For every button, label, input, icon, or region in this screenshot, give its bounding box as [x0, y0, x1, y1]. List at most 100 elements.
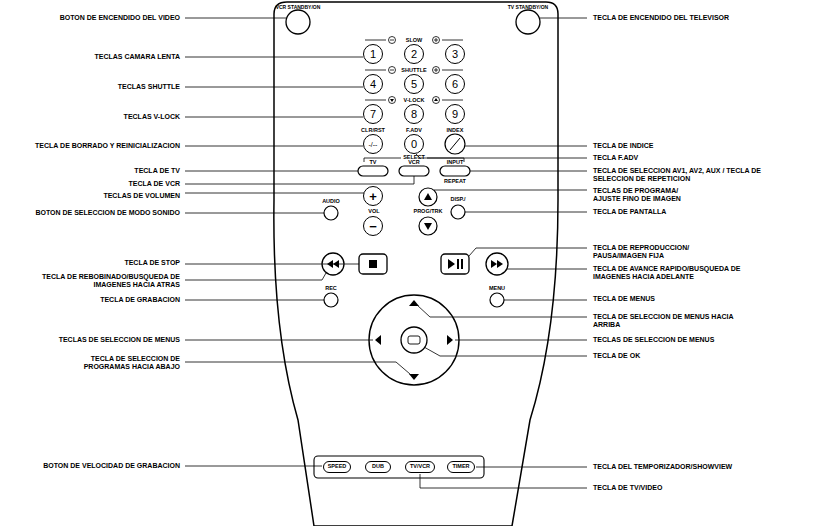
navigation-ring	[369, 295, 459, 385]
leader-line	[507, 269, 587, 270]
button-text: 8	[411, 109, 417, 120]
leader-line	[434, 190, 587, 191]
group-bracket	[442, 100, 463, 101]
callout-label: TECLA DE INDICE	[593, 142, 653, 150]
button-text: 4	[370, 79, 376, 90]
group-bracket	[365, 70, 386, 71]
leader-line	[185, 18, 286, 19]
leader-line	[465, 212, 587, 213]
vcr-power-button	[286, 10, 310, 34]
button-caption: SHUTTLE	[401, 67, 426, 74]
leader-line	[185, 171, 358, 172]
digit-button: 9	[445, 104, 465, 124]
leader-line	[469, 248, 587, 256]
button-text: TIMER	[452, 464, 469, 470]
callout-label: TECLA DE OK	[593, 352, 640, 360]
callout-label: TECLA DEL TEMPORIZADOR/SHOWVIEW	[593, 463, 732, 471]
digit-button: 1	[363, 44, 383, 64]
oval-button: SPEED	[323, 461, 352, 473]
callout-label: TECLA DE GRABACION	[100, 296, 180, 304]
pause-symbol	[457, 259, 459, 269]
button-text: DUB	[372, 464, 384, 470]
down-arrow	[409, 374, 419, 380]
callout-label: TECLA DE TV	[134, 167, 180, 175]
callout-label: TECLAS SHUTTLE	[118, 83, 180, 91]
play-pause-button	[441, 254, 469, 274]
callout-label: TECLAS CAMARA LENTA	[94, 53, 180, 61]
callout-label: TECLA DE REPRODUCCION/ PAUSA/IMAGEN FIJA	[593, 244, 718, 261]
forward-symbol	[497, 260, 503, 268]
callout-label: TECLAS DE SELECCION DE MENUS	[593, 336, 714, 344]
leader-lines	[185, 18, 587, 488]
callout-label: TECLA DE PANTALLA	[593, 208, 666, 216]
callout-label: TECLA DE SELECCION AV1, AV2, AUX / TECLA…	[593, 167, 771, 184]
button-text: 7	[370, 109, 376, 120]
up-symbol	[424, 193, 432, 200]
right-arrow	[447, 335, 453, 345]
callout-label: TECLA DE ENCENDIDO DEL TELEVISOR	[593, 14, 729, 22]
button-caption: AUDIO	[322, 198, 340, 205]
button-caption: INDEX	[447, 127, 464, 134]
vcr-select-button	[399, 166, 429, 176]
index-button	[445, 134, 465, 154]
digit-button: 2	[404, 44, 424, 64]
digit-button: 3	[445, 44, 465, 64]
button-caption: DISP./	[450, 196, 465, 203]
button-text: +	[369, 190, 377, 203]
leader-line	[420, 474, 587, 488]
display-button	[451, 205, 465, 219]
leader-line	[185, 146, 363, 147]
callout-label: TECLA DE VCR	[129, 180, 180, 188]
plus-symbol	[433, 37, 440, 44]
button-text: 6	[452, 79, 458, 90]
volume-button: −	[363, 216, 383, 236]
callout-label: BOTON DE SELECCION DE MODO SONIDO	[35, 209, 180, 217]
up-symbol	[433, 97, 440, 104]
index-icon	[450, 138, 460, 150]
rec-button	[324, 293, 338, 307]
button-caption: PROG/TRK	[413, 208, 442, 215]
button-caption: TV	[369, 159, 376, 166]
oval-button: TV/VCR	[405, 461, 435, 473]
plus-symbol	[434, 68, 438, 72]
button-caption: REPEAT	[444, 178, 466, 185]
button-caption: VCR	[408, 159, 420, 166]
up-symbol	[434, 98, 438, 101]
digit-button: 4	[363, 74, 383, 94]
button-caption: VOL	[368, 208, 379, 215]
digit-button: 5	[404, 74, 424, 94]
button-text: 2	[411, 49, 417, 60]
oval-button: TIMER	[447, 461, 474, 473]
bottom-panel	[314, 456, 484, 478]
callout-label: TECLA DE REBOBINADO/BUSQUEDA DE IMAGENES…	[15, 273, 180, 290]
leader-line	[504, 300, 587, 301]
digit-button: 7	[363, 104, 383, 124]
leader-line	[470, 171, 587, 172]
stop-button	[359, 254, 387, 274]
button-text: 9	[452, 109, 458, 120]
ok-icon	[408, 336, 420, 344]
leader-line	[416, 154, 587, 158]
button-text: TV/VCR	[410, 464, 430, 470]
leader-line	[185, 340, 373, 341]
left-arrow	[375, 335, 381, 345]
plus-symbol	[434, 38, 438, 42]
callout-label: TECLA DE AVANCE RAPIDO/BUSQUEDA DE IMAGE…	[593, 265, 771, 282]
group-bracket	[365, 100, 386, 101]
ok-button	[401, 327, 427, 353]
group-bracket	[365, 40, 386, 41]
button-text: 5	[411, 79, 417, 90]
button-text: −	[369, 220, 377, 233]
leader-line	[185, 117, 363, 118]
digit-button: 6	[445, 74, 465, 94]
leader-line	[465, 146, 587, 147]
prog-down-button	[419, 217, 437, 235]
callout-label: TECLA DE SELECCION DE PROGRAMAS HACIA AB…	[65, 355, 180, 372]
callout-label: TECLA DE TV/VIDEO	[593, 484, 662, 492]
leader-line	[424, 347, 587, 356]
leader-line	[185, 466, 322, 467]
down-symbol	[424, 223, 432, 230]
leader-line	[417, 305, 587, 317]
callout-label: BOTON DE VELOCIDAD DE GRABACION	[43, 462, 180, 470]
plus-symbol	[433, 67, 440, 74]
